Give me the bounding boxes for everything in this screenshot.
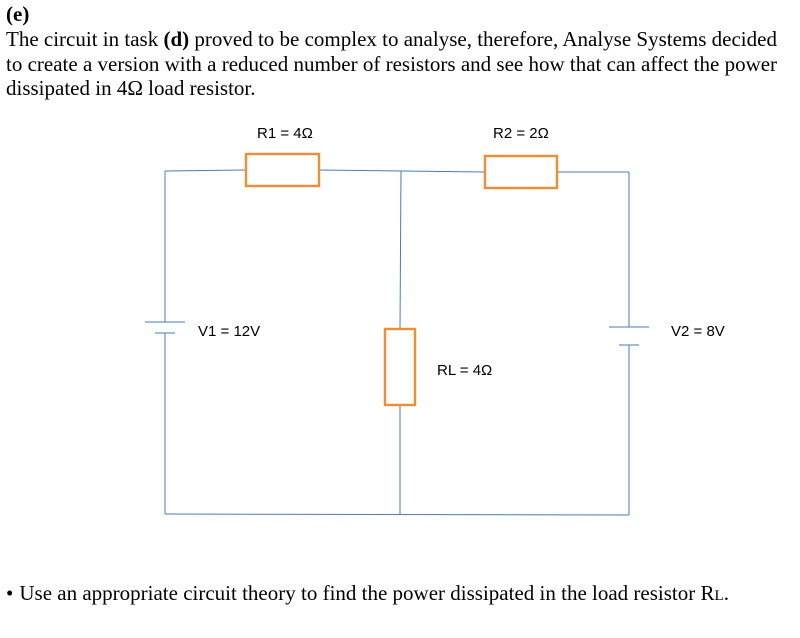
wire-top-mid-right: [400, 170, 486, 173]
label-r1: R1 = 4Ω: [257, 125, 313, 142]
wire-mid-upper: [399, 170, 402, 330]
intro-text-1: The circuit in task: [6, 27, 164, 51]
task-subscript: L: [714, 588, 724, 604]
task-text: Use an appropriate circuit theory to fin…: [19, 581, 715, 605]
wire-top-mid-left: [318, 169, 402, 172]
task-bullet: •Use an appropriate circuit theory to fi…: [6, 580, 796, 609]
resistor-rl: [383, 327, 417, 407]
circuit-wires: [164, 169, 630, 516]
label-rl: RL = 4Ω: [437, 362, 492, 379]
label-v1: V1 = 12V: [198, 323, 260, 340]
bullet-glyph: •: [6, 581, 14, 605]
resistor-r2: [483, 154, 559, 190]
task-end: .: [723, 581, 729, 605]
label-r2: R2 = 2Ω: [493, 125, 549, 142]
label-v2: V2 = 8V: [671, 323, 725, 340]
question-heading: (e): [6, 2, 30, 26]
battery-v1-symbol: [145, 321, 185, 334]
intro-task-ref: (d): [163, 27, 190, 51]
resistor-r1: [244, 152, 321, 188]
intro-text-2: proved to be complex to analyse, therefo…: [6, 27, 778, 100]
battery-v2-symbol: [609, 326, 649, 346]
wire-bottom: [164, 513, 630, 516]
question-intro: The circuit in task (d) proved to be com…: [6, 27, 796, 101]
wire-top-left: [164, 169, 247, 172]
